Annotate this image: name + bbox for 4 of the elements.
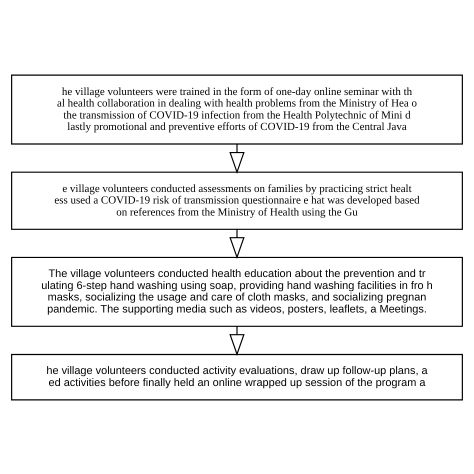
node-box: e village volunteers conducted assessments on families by practicing strict healt ess used a COVID-19 risk of transmission questionnaire e hat was developed based on references from the Ministry of Health using the Gu [11, 171, 463, 230]
node-box: he village volunteers conducted activity evaluations, draw up follow-up plans, a ed activities before finally held an online wrapped up session of the program a [11, 353, 463, 400]
node-box: he village volunteers were trained in the form of one-day online seminar with th al health collaboration in dealing with health problems from the Ministry of Hea o the transmission of COVID-19 infection from the Health Polytechnic of Mini d lastly promotional and preventive efforts of COVID-19 from the Central Java [11, 74, 463, 144]
node-box: The village volunteers conducted health education about the prevention and tr ulating 6-step hand washing using soap, providing hand washing facilities in fro h masks, socializing the usage and care of cloth masks, and socializing pregnan pandemic. The supporting media such as videos, posters, leaflets, a Meetings. [11, 256, 463, 326]
